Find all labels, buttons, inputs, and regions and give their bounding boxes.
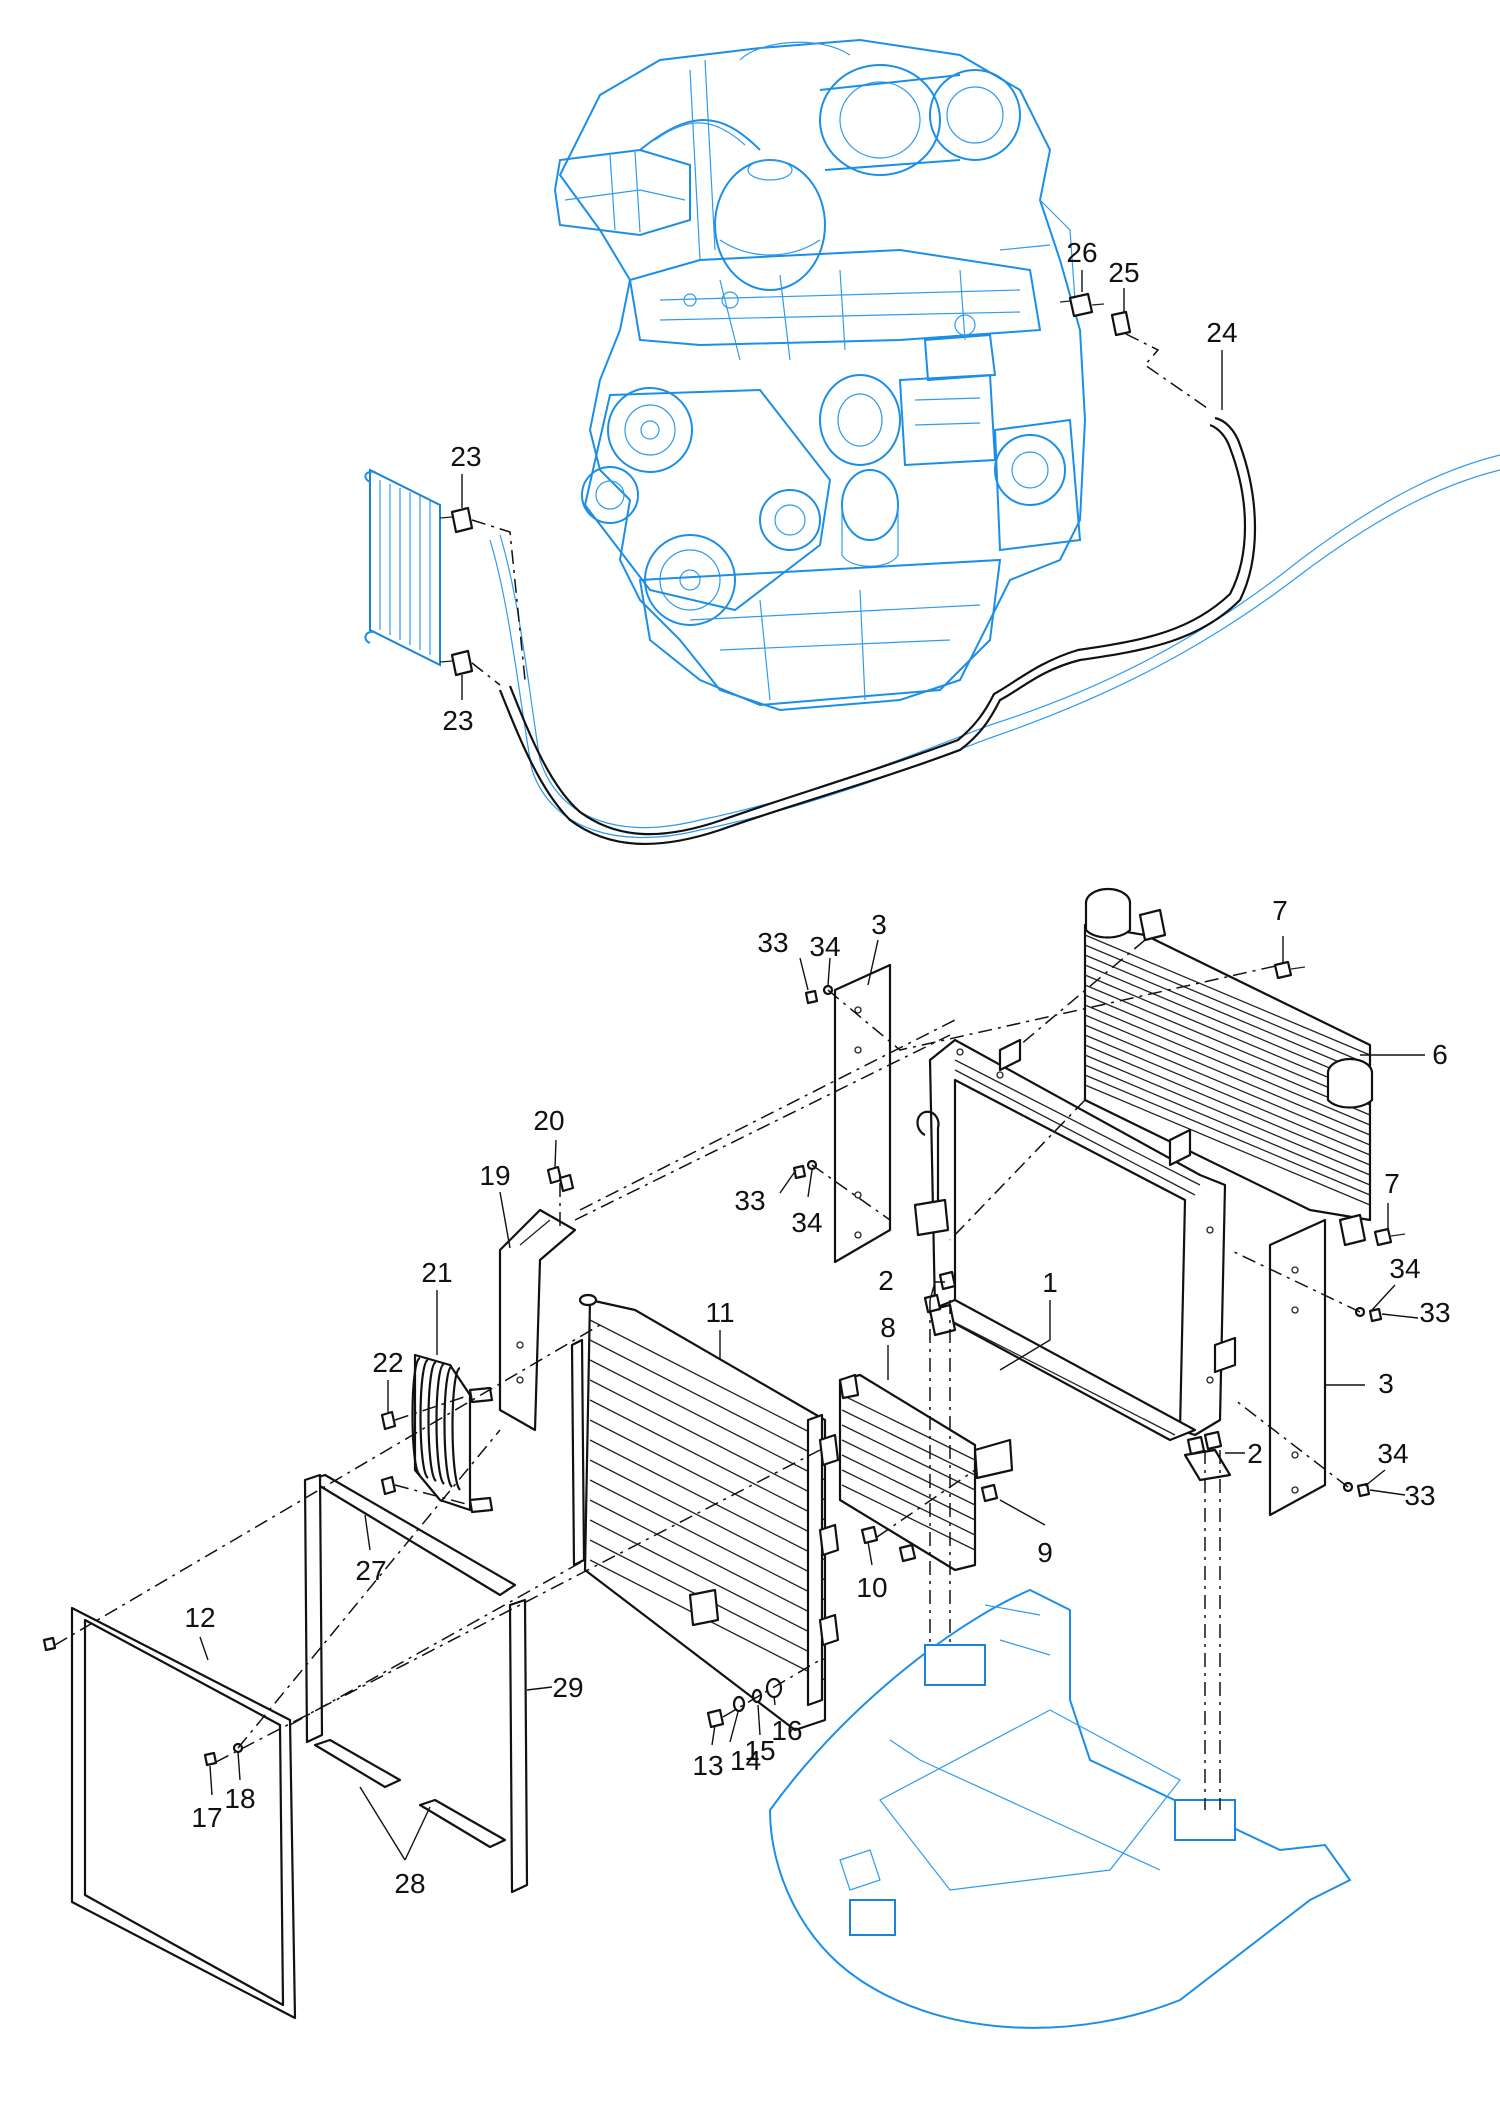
callout-19: 19 (479, 1160, 510, 1191)
callout-34-b: 34 (791, 1207, 822, 1238)
callout-34-c: 34 (1389, 1253, 1420, 1284)
upper-oil-cooler (364, 468, 441, 667)
callout-8: 8 (880, 1312, 896, 1343)
bolts-20 (546, 1165, 575, 1193)
oil-hose-24 (498, 416, 1257, 846)
seal-plate-3-upper (833, 963, 892, 1264)
callout-34-d: 34 (1377, 1438, 1408, 1469)
callout-33-d: 33 (1404, 1480, 1435, 1511)
callout-3-upper: 3 (871, 909, 887, 940)
callout-24: 24 (1206, 317, 1237, 348)
bolt-2-upper (923, 1270, 957, 1314)
charge-air-cooler-6 (1083, 887, 1374, 1247)
bolt-7-upper (1273, 960, 1306, 980)
callout-2-lower: 2 (1247, 1438, 1263, 1469)
bolt-33-34-a (804, 984, 834, 1005)
seals-28 (313, 1738, 507, 1849)
callout-29: 29 (552, 1672, 583, 1703)
fitting-23-upper (439, 506, 474, 534)
engine-center-lines (471, 333, 1211, 686)
callout-15: 15 (744, 1735, 775, 1766)
oil-cooler-8 (838, 1373, 1014, 1572)
engine-harness-lines (489, 454, 1500, 839)
bolt-2-lower (1186, 1430, 1223, 1456)
seal-plate-3-lower (1268, 1218, 1327, 1517)
callout-12: 12 (184, 1602, 215, 1633)
callout-17: 17 (191, 1802, 222, 1833)
callout-33-b: 33 (734, 1185, 765, 1216)
callout-23-lower: 23 (442, 705, 473, 736)
bolt-7-lower (1373, 1227, 1406, 1247)
bolts-10 (860, 1525, 917, 1563)
callout-10: 10 (856, 1572, 887, 1603)
seal-29 (508, 1598, 529, 1894)
callout-16: 16 (771, 1715, 802, 1746)
callout-7-upper: 7 (1272, 895, 1288, 926)
condenser-11 (570, 1293, 840, 1732)
bolt-33-34-c (1354, 1306, 1383, 1323)
callout-34-a: 34 (809, 931, 840, 962)
callout-1: 1 (1042, 1267, 1058, 1298)
bolt-17-18 (42, 1636, 244, 1767)
callout-25: 25 (1108, 257, 1139, 288)
callout-21: 21 (421, 1257, 452, 1288)
callout-2-upper: 2 (878, 1265, 894, 1296)
callout-13: 13 (692, 1750, 723, 1781)
callout-14: 14 (730, 1745, 761, 1776)
callout-11: 11 (705, 1297, 734, 1328)
seal-27 (303, 1473, 517, 1744)
callout-27: 27 (355, 1555, 386, 1586)
leader-lines (199, 270, 1425, 1861)
assembly-center-lines (54, 939, 1361, 1810)
bolt-33-34-b (792, 1159, 818, 1180)
callout-3-lower: 3 (1378, 1368, 1394, 1399)
callout-23-upper: 23 (450, 441, 481, 472)
callout-18: 18 (224, 1783, 255, 1814)
callout-26: 26 (1066, 237, 1097, 268)
radiator-frame-1 (913, 1038, 1237, 1482)
callout-22: 22 (372, 1347, 403, 1378)
callouts: 26 25 24 23 23 33 34 3 7 6 20 19 33 34 7… (184, 237, 1450, 1899)
screen-frame-12 (70, 1606, 297, 2020)
bolt-9 (980, 1483, 999, 1503)
callout-9: 9 (1037, 1537, 1053, 1568)
callout-6: 6 (1432, 1039, 1448, 1070)
callout-7-lower: 7 (1384, 1168, 1400, 1199)
base-plate (768, 1588, 1352, 2029)
engine-assembly (553, 38, 1087, 712)
fitting-25 (1110, 310, 1132, 337)
callout-33-a: 33 (757, 927, 788, 958)
fitting-26 (1059, 292, 1105, 318)
callout-33-c: 33 (1419, 1297, 1450, 1328)
oil-cooler-21 (411, 1353, 494, 1514)
callout-20: 20 (533, 1105, 564, 1136)
bolts-22 (380, 1410, 397, 1496)
bolt-33-34-d (1342, 1481, 1371, 1498)
fitting-23-lower (439, 649, 474, 677)
bracket-19 (498, 1208, 577, 1432)
callout-28: 28 (394, 1868, 425, 1899)
